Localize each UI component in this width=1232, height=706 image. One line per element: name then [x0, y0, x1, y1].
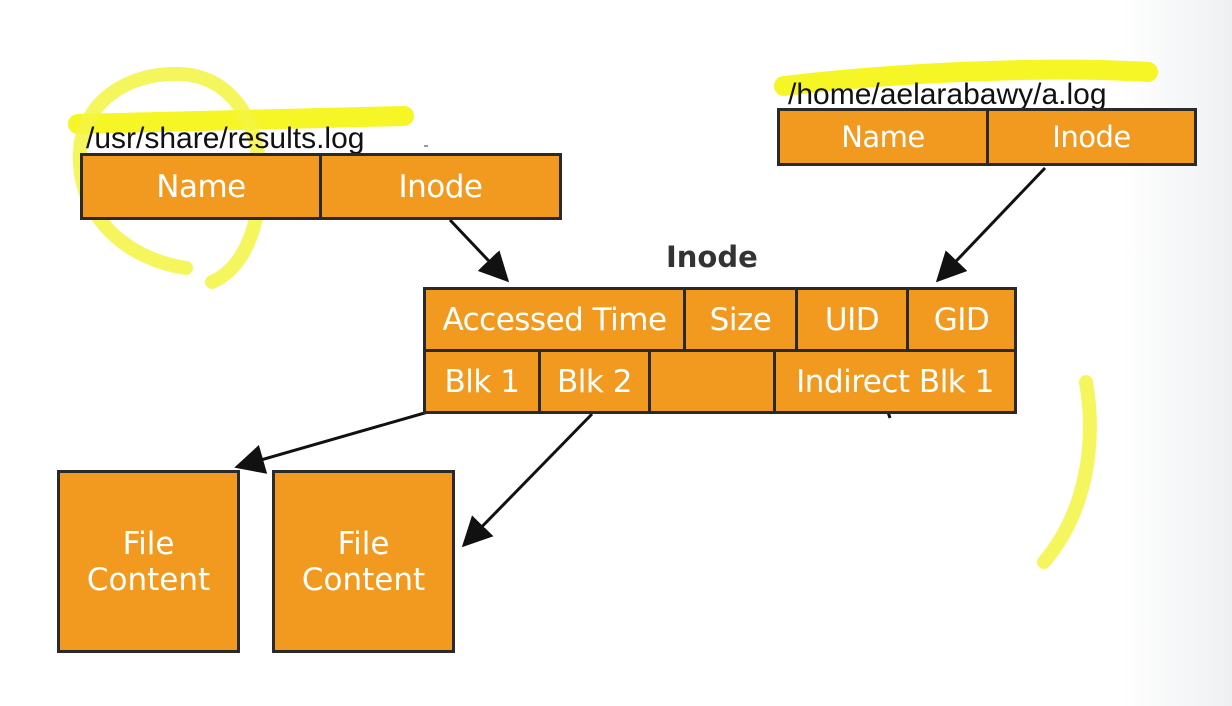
file-content-2-line2: Content	[301, 561, 426, 598]
file-content-box-2: File Content	[272, 470, 455, 653]
inode-uid-cell: UID	[795, 287, 909, 352]
highlight-stroke-right-path	[774, 59, 1158, 96]
inode-gid-cell: GID	[906, 287, 1017, 352]
arrow-left-inode-to-inode	[448, 218, 510, 283]
inode-accessed-time-cell: Accessed Time	[423, 287, 686, 352]
arrow-blk1-to-content	[234, 410, 429, 474]
left-name-cell: Name	[80, 153, 322, 220]
right-name-cell: Name	[777, 108, 989, 166]
inode-indirect-blk1-cell: Indirect Blk 1	[773, 349, 1017, 414]
inode-blk2-cell: Blk 2	[538, 349, 651, 414]
highlight-side-scribble	[1037, 375, 1097, 569]
left-path-label: /usr/share/results.log	[86, 122, 365, 155]
inode-size-cell: Size	[683, 287, 798, 352]
arrow-blk2-to-content	[461, 412, 594, 548]
arrow-right-inode-to-inode	[935, 166, 1047, 283]
inode-empty-cell	[648, 349, 776, 414]
inode-blk1-cell: Blk 1	[423, 349, 541, 414]
file-content-1-line2: Content	[86, 561, 211, 598]
left-inode-cell: Inode	[319, 153, 562, 220]
file-content-box-1: File Content	[57, 470, 240, 653]
right-inode-cell: Inode	[986, 108, 1197, 166]
file-content-2-line1: File	[337, 525, 390, 562]
inode-heading: Inode	[666, 240, 758, 274]
file-content-1-line1: File	[122, 525, 175, 562]
right-path-label: /home/aelarabawy/a.log	[788, 78, 1107, 111]
